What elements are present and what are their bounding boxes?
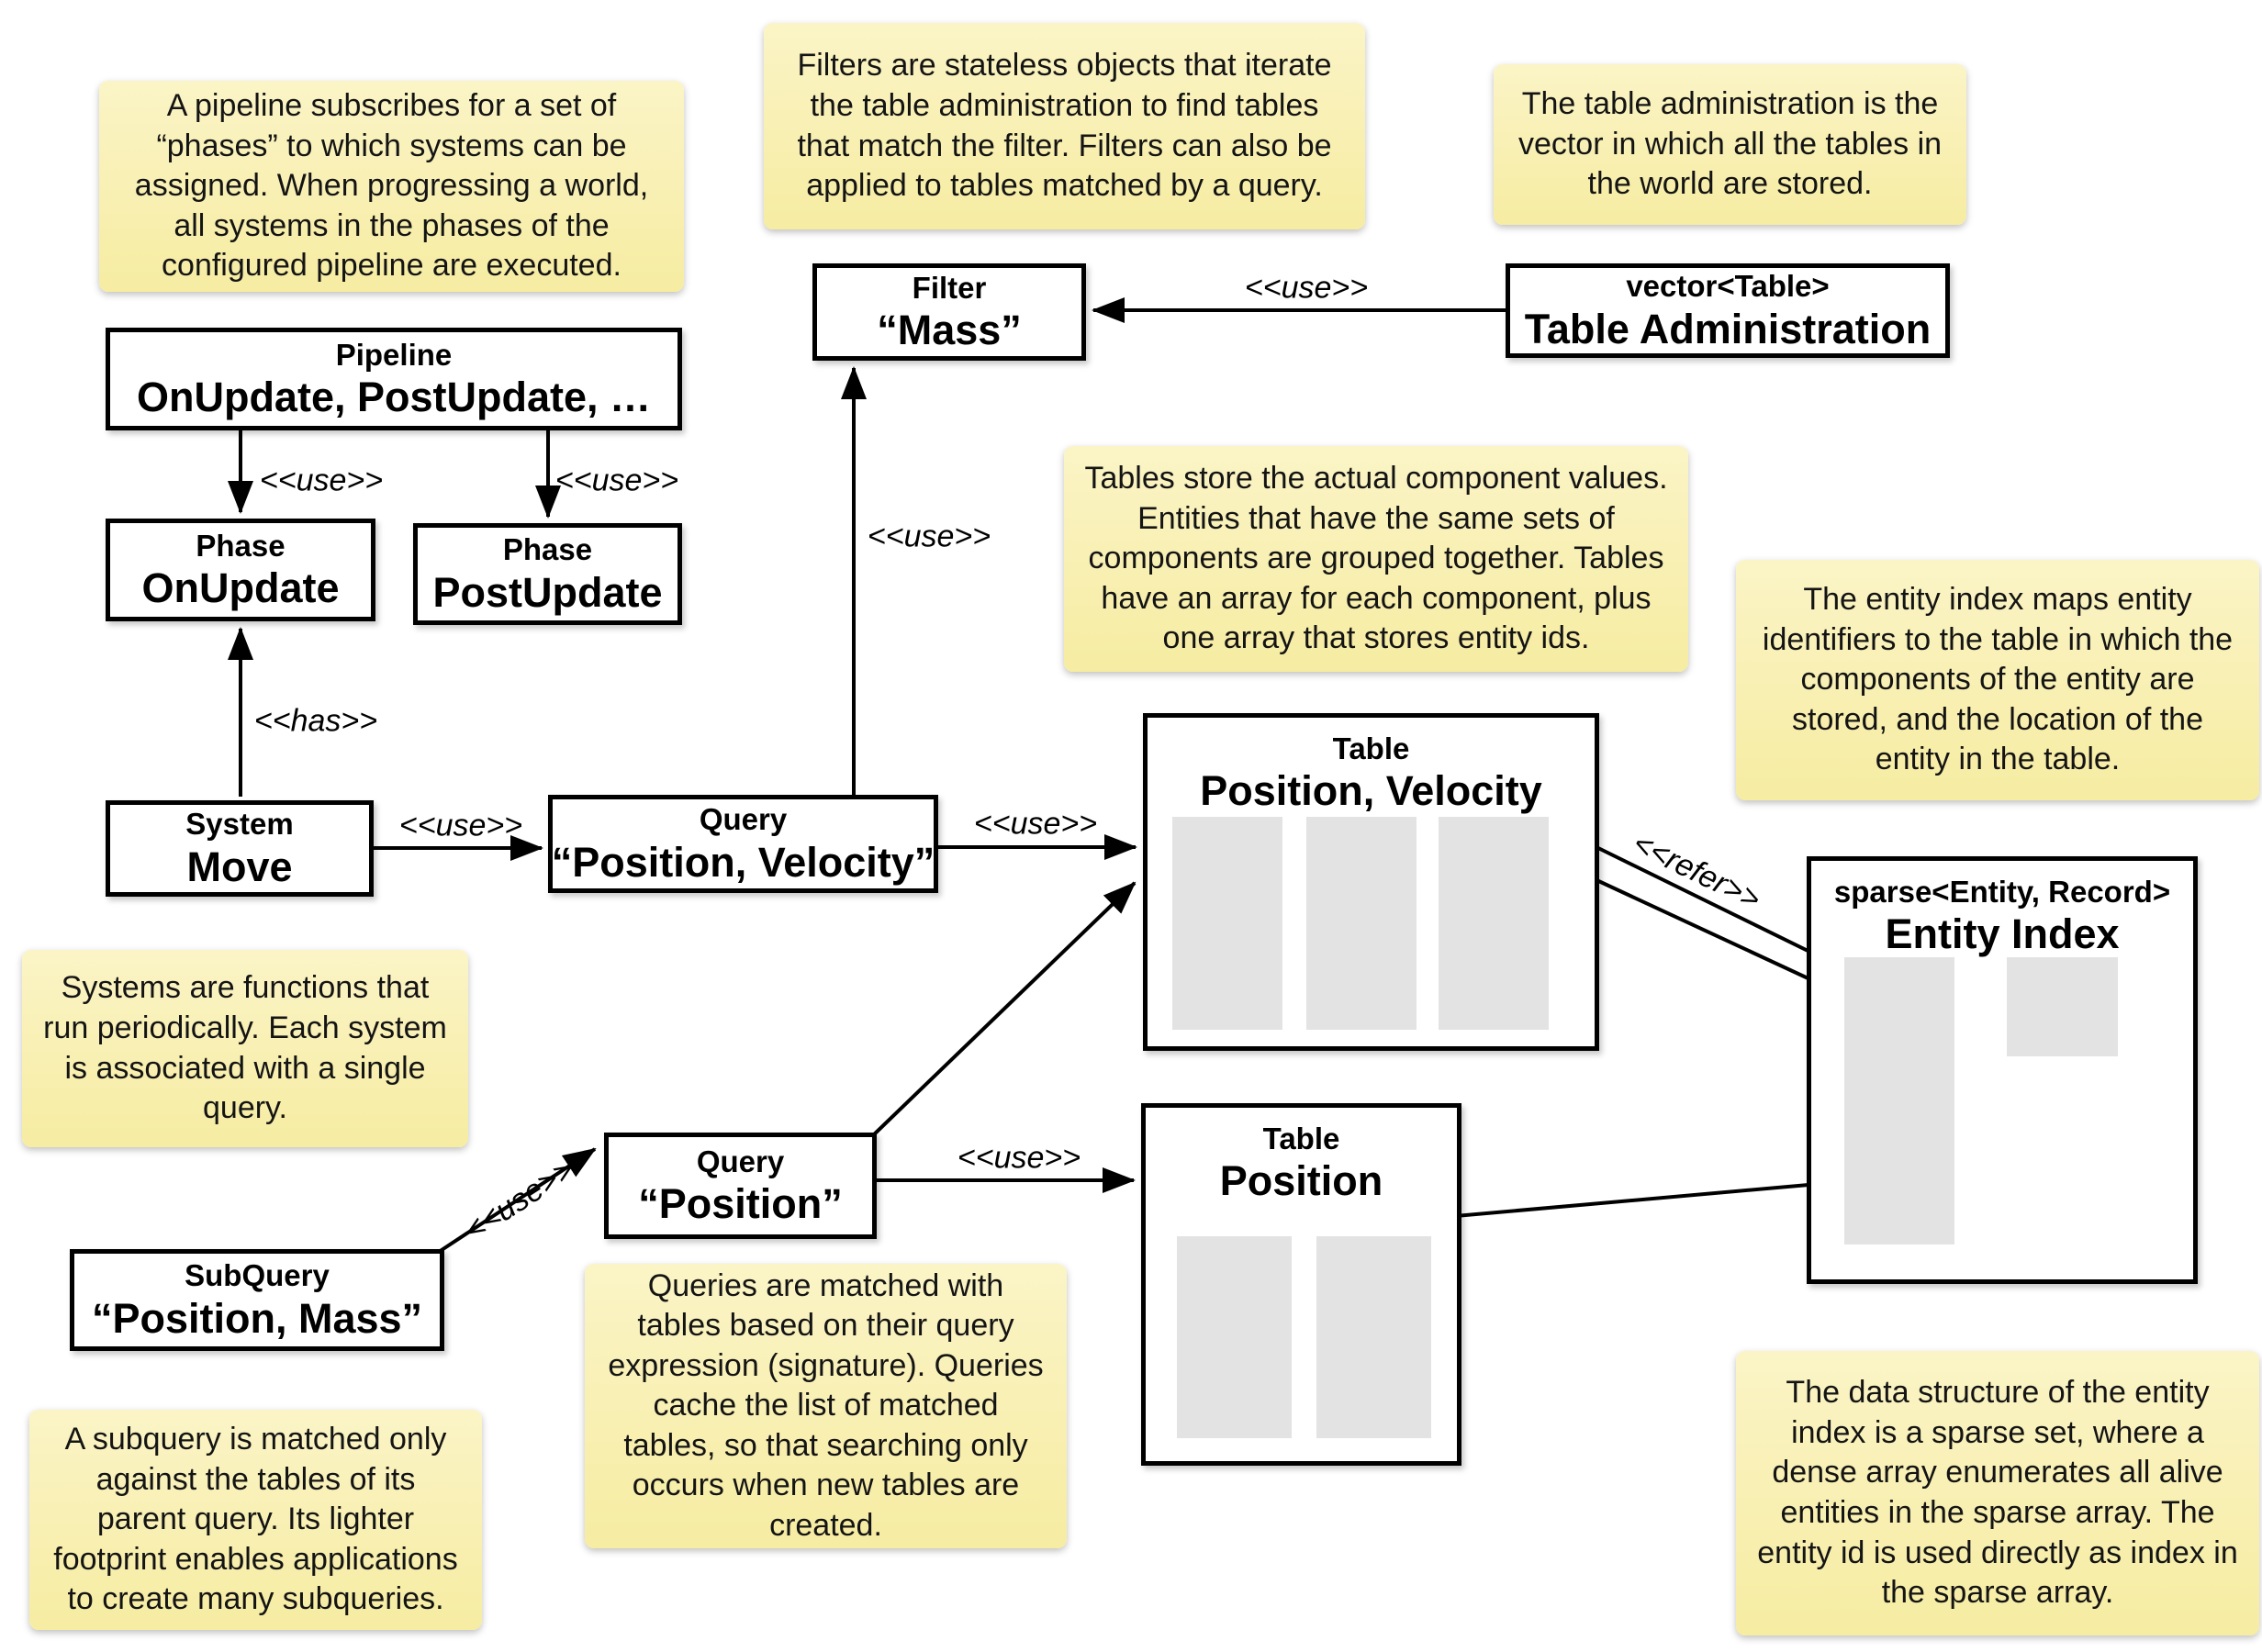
- node-subquery-name: “Position, Mass”: [91, 1294, 423, 1342]
- node-system-move-name: Move: [186, 843, 293, 890]
- note-queries: Queries are matched with tables based on…: [585, 1264, 1067, 1548]
- dense-array: [2007, 957, 2118, 1056]
- node-entity-index-name: Entity Index: [1885, 910, 2120, 957]
- node-table-admin-name: Table Administration: [1524, 305, 1932, 352]
- node-phase-postupdate: Phase PostUpdate: [413, 523, 682, 625]
- node-subquery: SubQuery “Position, Mass”: [70, 1249, 444, 1351]
- node-pipeline-name: OnUpdate, PostUpdate, …: [136, 374, 652, 421]
- sparse-array: [1844, 957, 1954, 1245]
- node-query-position-velocity: Query “Position, Velocity”: [548, 795, 938, 893]
- edge-querypos-tablepv: [868, 881, 1137, 1140]
- node-table-position: Table Position: [1141, 1103, 1461, 1466]
- node-table-position-velocity: Table Position, Velocity: [1143, 713, 1599, 1051]
- node-filter-mass-name: “Mass”: [877, 307, 1022, 354]
- note-pipeline: A pipeline subscribes for a set of “phas…: [99, 81, 684, 292]
- node-entity-index-titles: sparse<Entity, Record> Entity Index: [1811, 874, 2193, 957]
- node-query-pos-name: “Position”: [638, 1180, 843, 1228]
- edge-label-use-pipeline-postupdate: <<use>>: [554, 463, 679, 498]
- note-systems: Systems are functions that run periodica…: [22, 950, 468, 1147]
- node-table-pos-name: Position: [1219, 1156, 1383, 1204]
- edge-label-has-system-phase: <<has>>: [253, 703, 378, 739]
- node-table-pos-stereotype: Table: [1262, 1122, 1340, 1155]
- node-entity-index: sparse<Entity, Record> Entity Index: [1807, 856, 2198, 1284]
- edge-entity-refer-tablepv-2: [1553, 859, 1841, 995]
- component-array-2: [1316, 1236, 1431, 1438]
- node-pipeline: Pipeline OnUpdate, PostUpdate, …: [106, 328, 682, 430]
- edge-label-use-query-filter: <<use>>: [867, 519, 991, 554]
- component-array-2: [1306, 817, 1417, 1030]
- node-table-administration: vector<Table> Table Administration: [1506, 263, 1950, 358]
- edge-label-use-pipeline-onupdate: <<use>>: [259, 463, 384, 498]
- node-table-pos-titles: Table Position: [1146, 1121, 1457, 1204]
- node-filter-mass-stereotype: Filter: [912, 270, 987, 305]
- node-system-move-stereotype: System: [185, 807, 294, 842]
- node-phase-postupdate-name: PostUpdate: [432, 568, 663, 616]
- note-subquery: A subquery is matched only against the t…: [29, 1410, 482, 1630]
- edge-label-use-admin-filter: <<use>>: [1244, 270, 1369, 306]
- node-table-pv-stereotype: Table: [1332, 731, 1410, 765]
- node-filter-mass: Filter “Mass”: [812, 263, 1086, 361]
- node-pipeline-stereotype: Pipeline: [335, 337, 453, 372]
- node-system-move: System Move: [106, 800, 374, 897]
- note-sparse-set: The data structure of the entity index i…: [1736, 1351, 2259, 1635]
- edge-subquery-use-querypos: [437, 1147, 597, 1254]
- note-filters: Filters are stateless objects that itera…: [764, 23, 1365, 229]
- note-entity-index: The entity index maps entity identifiers…: [1736, 560, 2259, 800]
- node-query-pos-stereotype: Query: [696, 1144, 785, 1178]
- note-tables: Tables store the actual component values…: [1064, 446, 1688, 672]
- node-query-position: Query “Position”: [604, 1133, 877, 1239]
- edge-label-use-querypos-tablepos: <<use>>: [957, 1140, 1081, 1176]
- edge-label-use-querypv-tablepv: <<use>>: [973, 806, 1098, 842]
- node-query-pv-name: “Position, Velocity”: [551, 838, 935, 886]
- component-array-3: [1439, 817, 1549, 1030]
- node-subquery-stereotype: SubQuery: [185, 1258, 330, 1293]
- note-table-administration: The table administration is the vector i…: [1494, 64, 1966, 225]
- node-query-pv-stereotype: Query: [699, 802, 788, 837]
- node-table-pv-titles: Table Position, Velocity: [1148, 731, 1595, 814]
- component-array-1: [1172, 817, 1282, 1030]
- node-phase-postupdate-stereotype: Phase: [502, 532, 593, 567]
- node-table-pv-name: Position, Velocity: [1200, 766, 1542, 814]
- component-array-1: [1177, 1236, 1292, 1438]
- node-table-admin-stereotype: vector<Table>: [1626, 269, 1830, 304]
- node-phase-onupdate-name: OnUpdate: [141, 564, 340, 612]
- node-phase-onupdate-stereotype: Phase: [196, 528, 286, 563]
- edge-entity-refer-tablepv-1: [1553, 825, 1841, 968]
- node-entity-index-stereotype: sparse<Entity, Record>: [1833, 875, 2171, 909]
- node-phase-onupdate: Phase OnUpdate: [106, 519, 375, 621]
- edge-label-use-system-query: <<use>>: [398, 808, 523, 843]
